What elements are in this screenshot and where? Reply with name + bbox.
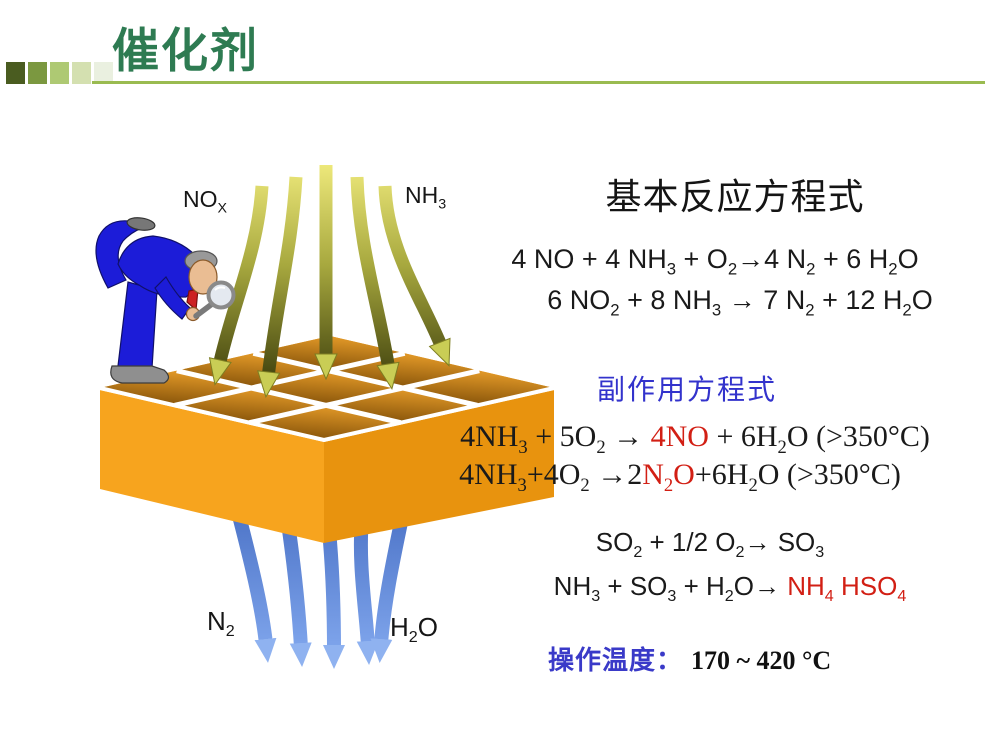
operating-temperature-line: 操作温度：170 ~ 420 °C [548,640,831,677]
accent-square [72,62,91,84]
magnifying-glass-icon [193,280,236,319]
accent-square [94,62,113,84]
operating-temperature-value: 170 ~ 420 °C [691,646,832,675]
accent-square [28,62,47,84]
equation-basic-2: 6 NO2 + 8 NH3 → 7 N2 + 12 H2O [547,285,933,320]
accent-square [50,62,69,84]
equation-side-2: 4NH3+4O2 →2N2O+6H2O (>350°C) [459,458,901,496]
label-nh3: NH3 [405,182,447,213]
label-h2o: H2O [390,612,438,647]
label-nox: NOX [183,186,228,217]
header-divider-line [92,81,985,84]
page-title: 催化剂 [112,24,259,79]
basic-reactions-heading: 基本反应方程式 [605,177,865,218]
accent-square [6,62,25,84]
equation-side-1: 4NH3 + 5O2 → 4NO + 6H2O (>350°C) [460,420,930,458]
side-reactions-heading: 副作用方程式 [597,373,778,406]
label-n2: N2 [207,606,235,641]
equation-basic-1: 4 NO + 4 NH3 + O2→4 N2 + 6 H2O [511,244,919,279]
inspector-man [95,217,236,384]
equation-so2: SO2 + 1/2 O2→ SO3 [595,527,825,562]
accent-squares [6,62,113,84]
inflow-arrows [208,165,451,399]
operating-temperature-label: 操作温度： [548,646,684,675]
equation-nh4hso4: NH3 + SO3 + H2O→ NH4 HSO4 [553,571,907,606]
